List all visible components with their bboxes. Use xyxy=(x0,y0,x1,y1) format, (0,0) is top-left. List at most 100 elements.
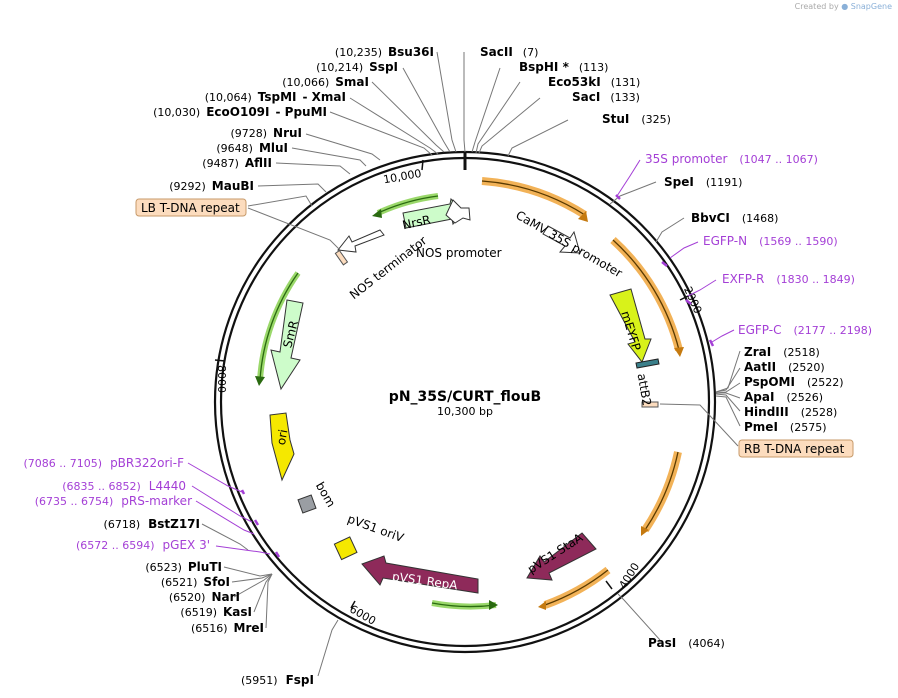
enzyme-label-pluti[interactable]: (6523)PluTI xyxy=(145,560,222,574)
plasmid-size: 10,300 bp xyxy=(437,405,493,418)
nos-promoter-arrow[interactable] xyxy=(445,199,471,224)
pvs1-repa-feature-arrow[interactable] xyxy=(361,555,479,594)
primer-leader-line xyxy=(687,279,717,297)
bom-feature[interactable] xyxy=(297,494,317,514)
leader-line xyxy=(507,119,569,157)
primer-label-exfp-r[interactable]: EXFP-R(1830 .. 1849) xyxy=(722,272,855,286)
enzyme-label-mlui[interactable]: (9648)MluI xyxy=(216,141,288,155)
pvs1-oriv-label: pVS1 oriV xyxy=(346,512,407,546)
primer-leader-line xyxy=(187,462,243,493)
enzyme-label-nari[interactable]: (6520)NarI xyxy=(169,590,240,604)
leader-line xyxy=(471,67,501,153)
leader-line xyxy=(233,573,273,598)
enzyme-label-pasi[interactable]: PasI(4064) xyxy=(648,636,725,650)
ori-feature-arrow[interactable] xyxy=(269,412,295,482)
ori-label: ori xyxy=(274,428,290,446)
rb-tdna-repeat-label: RB T-DNA repeat xyxy=(744,442,845,456)
arrowhead-icon xyxy=(641,526,649,536)
arrowhead-icon xyxy=(255,376,265,386)
tick-mark-line xyxy=(421,159,424,171)
primer-label-35s-promoter[interactable]: 35S promoter(1047 .. 1067) xyxy=(645,152,818,166)
enzyme-label-saci[interactable]: SacI(133) xyxy=(572,90,640,104)
leader-line xyxy=(317,619,339,677)
enzyme-label-sfoi[interactable]: (6521)SfoI xyxy=(161,575,230,589)
arrowhead-icon xyxy=(578,211,588,222)
nos-terminator-arrow[interactable] xyxy=(337,229,385,253)
arrowhead-icon xyxy=(538,601,546,610)
tick-mark-line xyxy=(214,359,226,362)
enzyme-label-tspmi[interactable]: (10,064)TspMI- XmaI xyxy=(205,90,346,104)
pvs1-staa-feature-arrow[interactable] xyxy=(526,532,597,581)
leader-line xyxy=(436,51,457,153)
leader-line xyxy=(223,566,273,577)
orange-arc-arrow xyxy=(641,451,682,533)
primer-site xyxy=(708,339,715,347)
primer-leader-line xyxy=(215,545,271,555)
enzyme-label-hindiii[interactable]: HindIII(2528) xyxy=(744,405,837,419)
enzyme-label-spei[interactable]: SpeI(1191) xyxy=(664,175,742,189)
enzyme-label-bsu36i[interactable]: (10,235)Bsu36I xyxy=(335,45,434,59)
leader-line xyxy=(231,573,273,583)
primer-label-prs-marker[interactable]: (6735 .. 6754)pRS-marker xyxy=(35,494,192,508)
primer-label-pgex-3[interactable]: (6572 .. 6594)pGEX 3' xyxy=(76,538,210,552)
enzyme-label-stui[interactable]: StuI(325) xyxy=(602,112,671,126)
enzyme-label-mrei[interactable]: (6516)MreI xyxy=(191,621,264,635)
snapgene-logo-icon: ● xyxy=(841,2,849,11)
enzyme-label-nrui[interactable]: (9728)NruI xyxy=(230,126,302,140)
leader-line xyxy=(349,97,439,155)
lb-tdna-repeat-box[interactable] xyxy=(135,198,247,217)
lb-tdna-repeat-label: LB T-DNA repeat xyxy=(141,201,240,215)
leader-line xyxy=(715,367,741,393)
enzyme-label-zrai[interactable]: ZraI(2518) xyxy=(744,345,820,359)
orange-arc-arrow-core xyxy=(544,569,609,606)
primer-leader-line xyxy=(711,329,735,343)
primer-leader-line xyxy=(669,241,699,259)
leader-line xyxy=(257,183,327,193)
credit-brand: SnapGene xyxy=(850,2,892,11)
primer-leader-line xyxy=(191,485,253,523)
enzyme-label-aflii[interactable]: (9487)AflII xyxy=(202,156,272,170)
rb-tdna-repeat-box[interactable] xyxy=(738,439,854,458)
enzyme-label-bsphi[interactable]: BspHI *(113) xyxy=(519,60,608,74)
leader-line xyxy=(655,217,685,243)
primer-leader-line xyxy=(195,500,255,535)
camv-35s-promoter-arrow[interactable] xyxy=(542,225,581,254)
primer-label-l4440[interactable]: (6835 .. 6852)L4440 xyxy=(62,479,186,493)
tick-mark-line xyxy=(605,580,613,590)
enzyme-label-kasi[interactable]: (6519)KasI xyxy=(180,605,252,619)
pvs1-oriv-feature[interactable] xyxy=(333,536,358,561)
enzyme-label-ecoo109i[interactable]: (10,030)EcoO109I- PpuMI xyxy=(153,105,327,119)
lb-tdna-repeat-marker[interactable] xyxy=(334,249,349,266)
enzyme-label-sacii[interactable]: SacII(7) xyxy=(480,45,538,59)
meyfp-feature-arrow[interactable] xyxy=(609,288,652,364)
primer-site xyxy=(685,299,692,305)
enzyme-label-pmei[interactable]: PmeI(2575) xyxy=(744,420,826,434)
primer-label-egfp-c[interactable]: EGFP-C(2177 .. 2198) xyxy=(738,323,872,337)
attb2-site[interactable] xyxy=(635,358,660,369)
leader-line xyxy=(253,573,273,613)
enzyme-label-eco53ki[interactable]: Eco53kI(131) xyxy=(548,75,640,89)
primer-label-egfp-n[interactable]: EGFP-N(1569 .. 1590) xyxy=(703,234,838,248)
leader-line xyxy=(609,181,657,205)
enzyme-label-pspomi[interactable]: PspOMI(2522) xyxy=(744,375,844,389)
primer-label-pbr322ori-f[interactable]: (7086 .. 7105)pBR322ori-F xyxy=(24,456,185,470)
leader-line xyxy=(659,403,739,447)
primer-site xyxy=(661,261,668,267)
enzyme-label-bbvci[interactable]: BbvCI(1468) xyxy=(691,211,778,225)
green-arc-arrow-core xyxy=(259,272,299,381)
leader-line xyxy=(291,147,367,167)
enzyme-label-maubi[interactable]: (9292)MauBI xyxy=(169,179,254,193)
primer-site xyxy=(253,519,260,526)
enzyme-label-apai[interactable]: ApaI(2526) xyxy=(744,390,823,404)
nrsr-label: NrsR xyxy=(401,213,432,233)
rb-tdna-repeat-marker[interactable] xyxy=(641,401,659,408)
enzyme-label-fspi[interactable]: (5951)FspI xyxy=(241,673,314,687)
enzyme-label-aatii[interactable]: AatII(2520) xyxy=(744,360,825,374)
enzyme-label-bstz17i[interactable]: (6718)BstZ17I xyxy=(104,517,200,531)
enzyme-label-sspi[interactable]: (10,214)SspI xyxy=(316,60,398,74)
enzyme-label-smai[interactable]: (10,066)SmaI xyxy=(282,75,369,89)
primer-site xyxy=(274,551,281,558)
arrowhead-icon xyxy=(372,209,382,218)
leader-line xyxy=(478,97,541,154)
smr-feature-arrow[interactable] xyxy=(270,299,304,391)
